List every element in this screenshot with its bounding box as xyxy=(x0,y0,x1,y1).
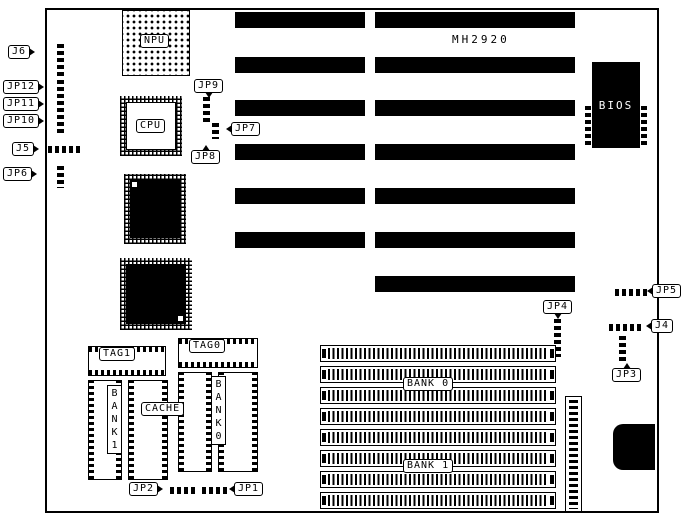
bank0-sram-label: BANK0 xyxy=(211,376,226,445)
simm-socket xyxy=(320,492,556,509)
qfp-die xyxy=(126,264,186,324)
jumper-label-jp9: JP9 xyxy=(194,79,224,93)
bank0-simm-label: BANK 0 xyxy=(403,377,454,391)
isa-slot xyxy=(375,12,575,28)
sram-chip xyxy=(178,372,212,472)
bank1-simm-label: BANK 1 xyxy=(403,459,454,473)
simm-pins xyxy=(328,390,548,401)
isa-slot xyxy=(235,188,365,204)
jumper-pins-j5 xyxy=(48,146,82,153)
jumper-label-j5: J5 xyxy=(12,142,35,156)
pin1-marker xyxy=(178,316,183,321)
jumper-label-jp10: JP10 xyxy=(3,114,40,128)
jumper-label-jp2: JP2 xyxy=(129,482,159,496)
isa-slot xyxy=(375,276,575,292)
jumper-label-jp8: JP8 xyxy=(191,150,221,164)
bios-chip: BIOS xyxy=(592,62,640,148)
simm-socket xyxy=(320,408,556,425)
tag1-label: TAG1 xyxy=(99,347,136,361)
simm-socket xyxy=(320,471,556,488)
jumper-pins-jp6 xyxy=(57,166,64,188)
jumper-pins-jp1 xyxy=(202,487,229,494)
jumper-label-jp1: JP1 xyxy=(234,482,264,496)
jumper-pins-jp7 xyxy=(212,123,219,139)
sram-chip xyxy=(128,380,168,480)
cache-label: CACHE xyxy=(141,402,185,416)
npu-label: NPU xyxy=(140,34,170,48)
isa-slot xyxy=(235,12,365,28)
jumper-label-jp4: JP4 xyxy=(543,300,573,314)
isa-slot xyxy=(375,100,575,116)
bios-label: BIOS xyxy=(598,98,634,112)
pin1-marker xyxy=(132,182,137,187)
jumper-pins-jp9 xyxy=(203,97,210,123)
jumper-label-jp12: JP12 xyxy=(3,80,40,94)
jumper-label-jp5: JP5 xyxy=(652,284,682,298)
bank1-sram-label: BANK1 xyxy=(107,385,122,454)
simm-pins xyxy=(328,474,548,485)
isa-slot xyxy=(235,232,365,248)
tag0-label: TAG0 xyxy=(189,339,226,353)
simm-pins xyxy=(328,453,548,464)
simm-pins xyxy=(328,348,548,359)
jumper-label-jp7: JP7 xyxy=(231,122,261,136)
qfp-die xyxy=(130,180,180,238)
jumper-label-j4: J4 xyxy=(651,319,674,333)
simm-pins xyxy=(328,369,548,380)
isa-slot xyxy=(235,57,365,73)
isa-slot xyxy=(375,144,575,160)
jumper-pins-jp12-jp10 xyxy=(57,80,64,133)
qfp-chip xyxy=(124,174,186,244)
cpu-label: CPU xyxy=(136,119,166,133)
jumper-pins-j4 xyxy=(609,324,641,331)
simm-pins xyxy=(328,411,548,422)
simm-pins xyxy=(328,495,548,506)
bios-pins xyxy=(585,106,591,148)
board-model: MH2920 xyxy=(452,33,510,46)
jumper-label-jp3: JP3 xyxy=(612,368,642,382)
power-connector xyxy=(565,396,582,512)
isa-slot xyxy=(375,232,575,248)
jumper-pins-jp5 xyxy=(615,289,647,296)
simm-socket xyxy=(320,429,556,446)
jumper-pins-jp2 xyxy=(170,487,198,494)
isa-slot xyxy=(235,144,365,160)
isa-slot xyxy=(375,188,575,204)
qfp-chip xyxy=(120,258,192,330)
jumper-label-jp11: JP11 xyxy=(3,97,40,111)
isa-slot xyxy=(375,57,575,73)
jumper-pins-j6 xyxy=(57,44,64,77)
simm-pins xyxy=(328,432,548,443)
bios-pins xyxy=(641,106,647,148)
keyboard-connector xyxy=(613,424,655,470)
simm-socket xyxy=(320,345,556,362)
jumper-label-j6: J6 xyxy=(8,45,31,59)
isa-slot xyxy=(235,100,365,116)
jumper-label-jp6: JP6 xyxy=(3,167,33,181)
jumper-pins-jp3 xyxy=(619,336,626,362)
jumper-pins-jp4 xyxy=(554,319,561,357)
